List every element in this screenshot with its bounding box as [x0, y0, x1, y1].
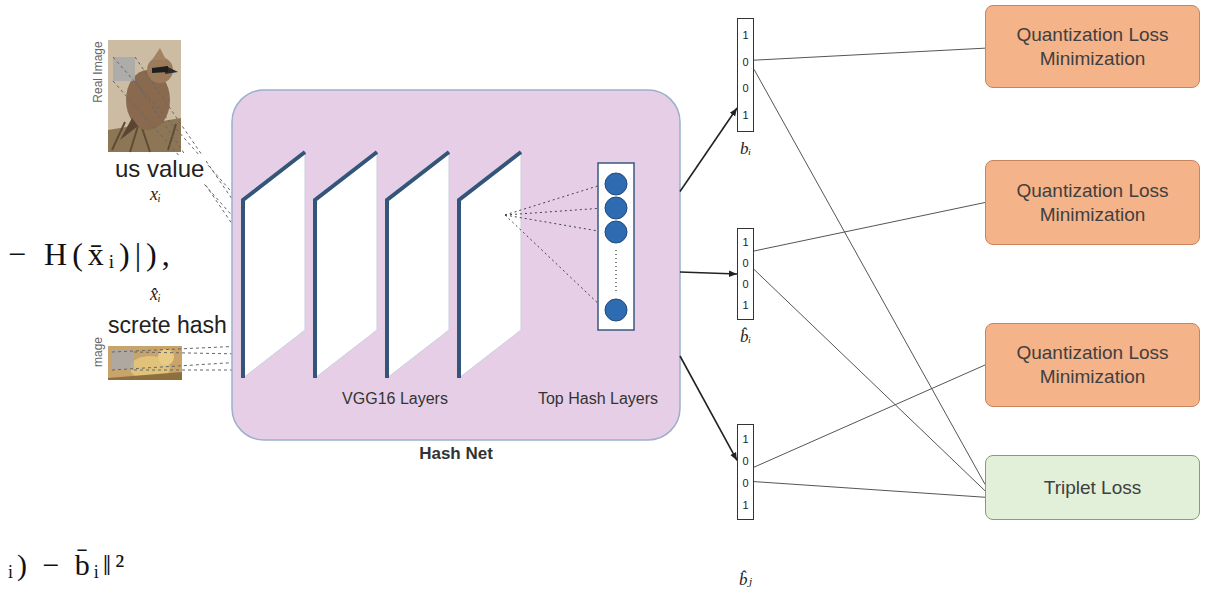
layer-edge — [387, 152, 449, 378]
layer-edge — [243, 152, 305, 378]
layer-plane — [387, 152, 449, 378]
image-symbol: xᵢ — [150, 184, 161, 205]
bit-values: 1 0 0 1 — [742, 428, 750, 516]
connector-arrow — [680, 272, 737, 274]
bit-values: 1 0 0 1 — [742, 22, 750, 128]
chick-head — [158, 349, 174, 365]
top-hash-layers — [598, 163, 634, 330]
image-symbol: x̂ᵢ — [150, 284, 161, 305]
dashed-line — [135, 57, 243, 215]
neuron — [605, 197, 627, 219]
vgg16-layers — [243, 152, 521, 378]
bird-mask — [152, 66, 168, 73]
image-patch — [112, 350, 134, 370]
chick-photo — [108, 346, 182, 380]
hash-net-panel — [232, 90, 680, 440]
neuron — [605, 299, 627, 321]
dotted-line — [505, 208, 604, 215]
dashed-line — [113, 81, 243, 228]
hash-code-vector: 1 0 0 1bᵢ — [737, 18, 754, 132]
loss-label: Triplet Loss — [1044, 476, 1142, 500]
connector-line — [754, 69, 985, 484]
loss-box: Triplet Loss — [985, 455, 1200, 520]
hash-code-vector: 1 0 0 1b̂ᵢ — [737, 228, 754, 320]
dashed-line — [112, 362, 243, 370]
layer-plane — [243, 152, 305, 378]
connector-line — [754, 269, 985, 490]
hash-code-vector: 1 0 0 1b̂ⱼ — [737, 424, 754, 520]
layer-edge — [459, 152, 521, 378]
dotted-line — [505, 215, 604, 309]
loss-box: Quantization Loss Minimization — [985, 160, 1200, 245]
bird-photo — [108, 40, 181, 152]
formula-fragment: − H(x̄ᵢ)|), — [8, 236, 175, 273]
code-symbol: bᵢ — [740, 139, 751, 159]
layer-plane — [459, 152, 521, 378]
photo-ground — [108, 40, 181, 152]
code-symbol: b̂ⱼ — [739, 569, 752, 590]
fc-lines — [505, 184, 604, 309]
layer-plane — [315, 152, 377, 378]
loss-label: Quantization Loss Minimization — [1004, 179, 1181, 227]
dashed-line — [112, 346, 243, 352]
layer-caption: Top Hash Layers — [538, 390, 658, 408]
hash-layer-box — [598, 163, 634, 330]
bird-tail — [120, 118, 138, 140]
loss-label: Quantization Loss Minimization — [1004, 341, 1181, 389]
dashed-line — [113, 57, 243, 205]
loss-box: Quantization Loss Minimization — [985, 323, 1200, 407]
image-tag: mage — [91, 337, 105, 367]
connector-arrow — [680, 108, 737, 191]
dashed-line — [134, 352, 243, 354]
image-tag: Real Image — [91, 41, 105, 102]
hash-net: VGG16 LayersTop Hash LayersHash Net — [232, 90, 680, 440]
dotted-line — [505, 184, 604, 215]
bit-values: 1 0 0 1 — [742, 232, 750, 316]
connector-line — [754, 48, 985, 60]
neuron — [605, 173, 627, 195]
layer-caption: VGG16 Layers — [342, 390, 448, 408]
bird-crest — [152, 48, 166, 60]
code-symbol: b̂ᵢ — [740, 327, 751, 347]
connector-line — [754, 482, 985, 498]
photo-ground — [108, 346, 182, 380]
formula-fragment: ᵢ) − b̄ᵢ‖² — [8, 548, 128, 582]
loss-label: Quantization Loss Minimization — [1004, 23, 1181, 71]
slide-text: us value — [113, 155, 206, 183]
connector-arrow — [680, 356, 737, 460]
image-patch — [113, 57, 135, 81]
neuron — [605, 221, 627, 243]
loss-box: Quantization Loss Minimization — [985, 5, 1200, 88]
layer-edge — [315, 152, 377, 378]
dashed-line — [134, 370, 243, 371]
connector-line — [754, 203, 985, 252]
network-title: Hash Net — [419, 444, 493, 464]
ellipsis-line — [615, 250, 616, 294]
slide-text: screte hash — [106, 312, 229, 339]
photo-straw — [108, 372, 182, 380]
